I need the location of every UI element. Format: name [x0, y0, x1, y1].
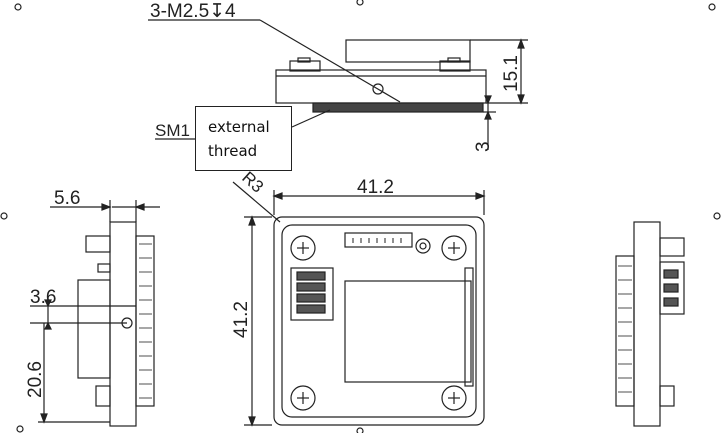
dim-side-width: 5.6: [54, 188, 80, 209]
top-view: [148, 19, 528, 150]
right-side-view: [615, 221, 685, 427]
dim-top-height: 15.1: [501, 55, 522, 92]
note-line-1: external: [208, 118, 270, 136]
screw-hole-callout: 3-M2.5↧4: [150, 1, 236, 22]
dim-top-small: 3: [473, 141, 494, 152]
dim-side-offset: 3.6: [30, 287, 56, 308]
left-side-view: [30, 200, 160, 427]
dim-side-height: 20.6: [25, 361, 46, 398]
front-view: [232, 181, 486, 427]
corner-radius-label: R3: [238, 168, 267, 197]
dim-front-height: 41.2: [231, 301, 252, 338]
dim-front-width: 41.2: [357, 177, 394, 198]
thread-code-label: SM1: [155, 121, 190, 140]
thread-note-box: external thread: [195, 106, 292, 171]
note-line-2: thread: [208, 142, 258, 160]
